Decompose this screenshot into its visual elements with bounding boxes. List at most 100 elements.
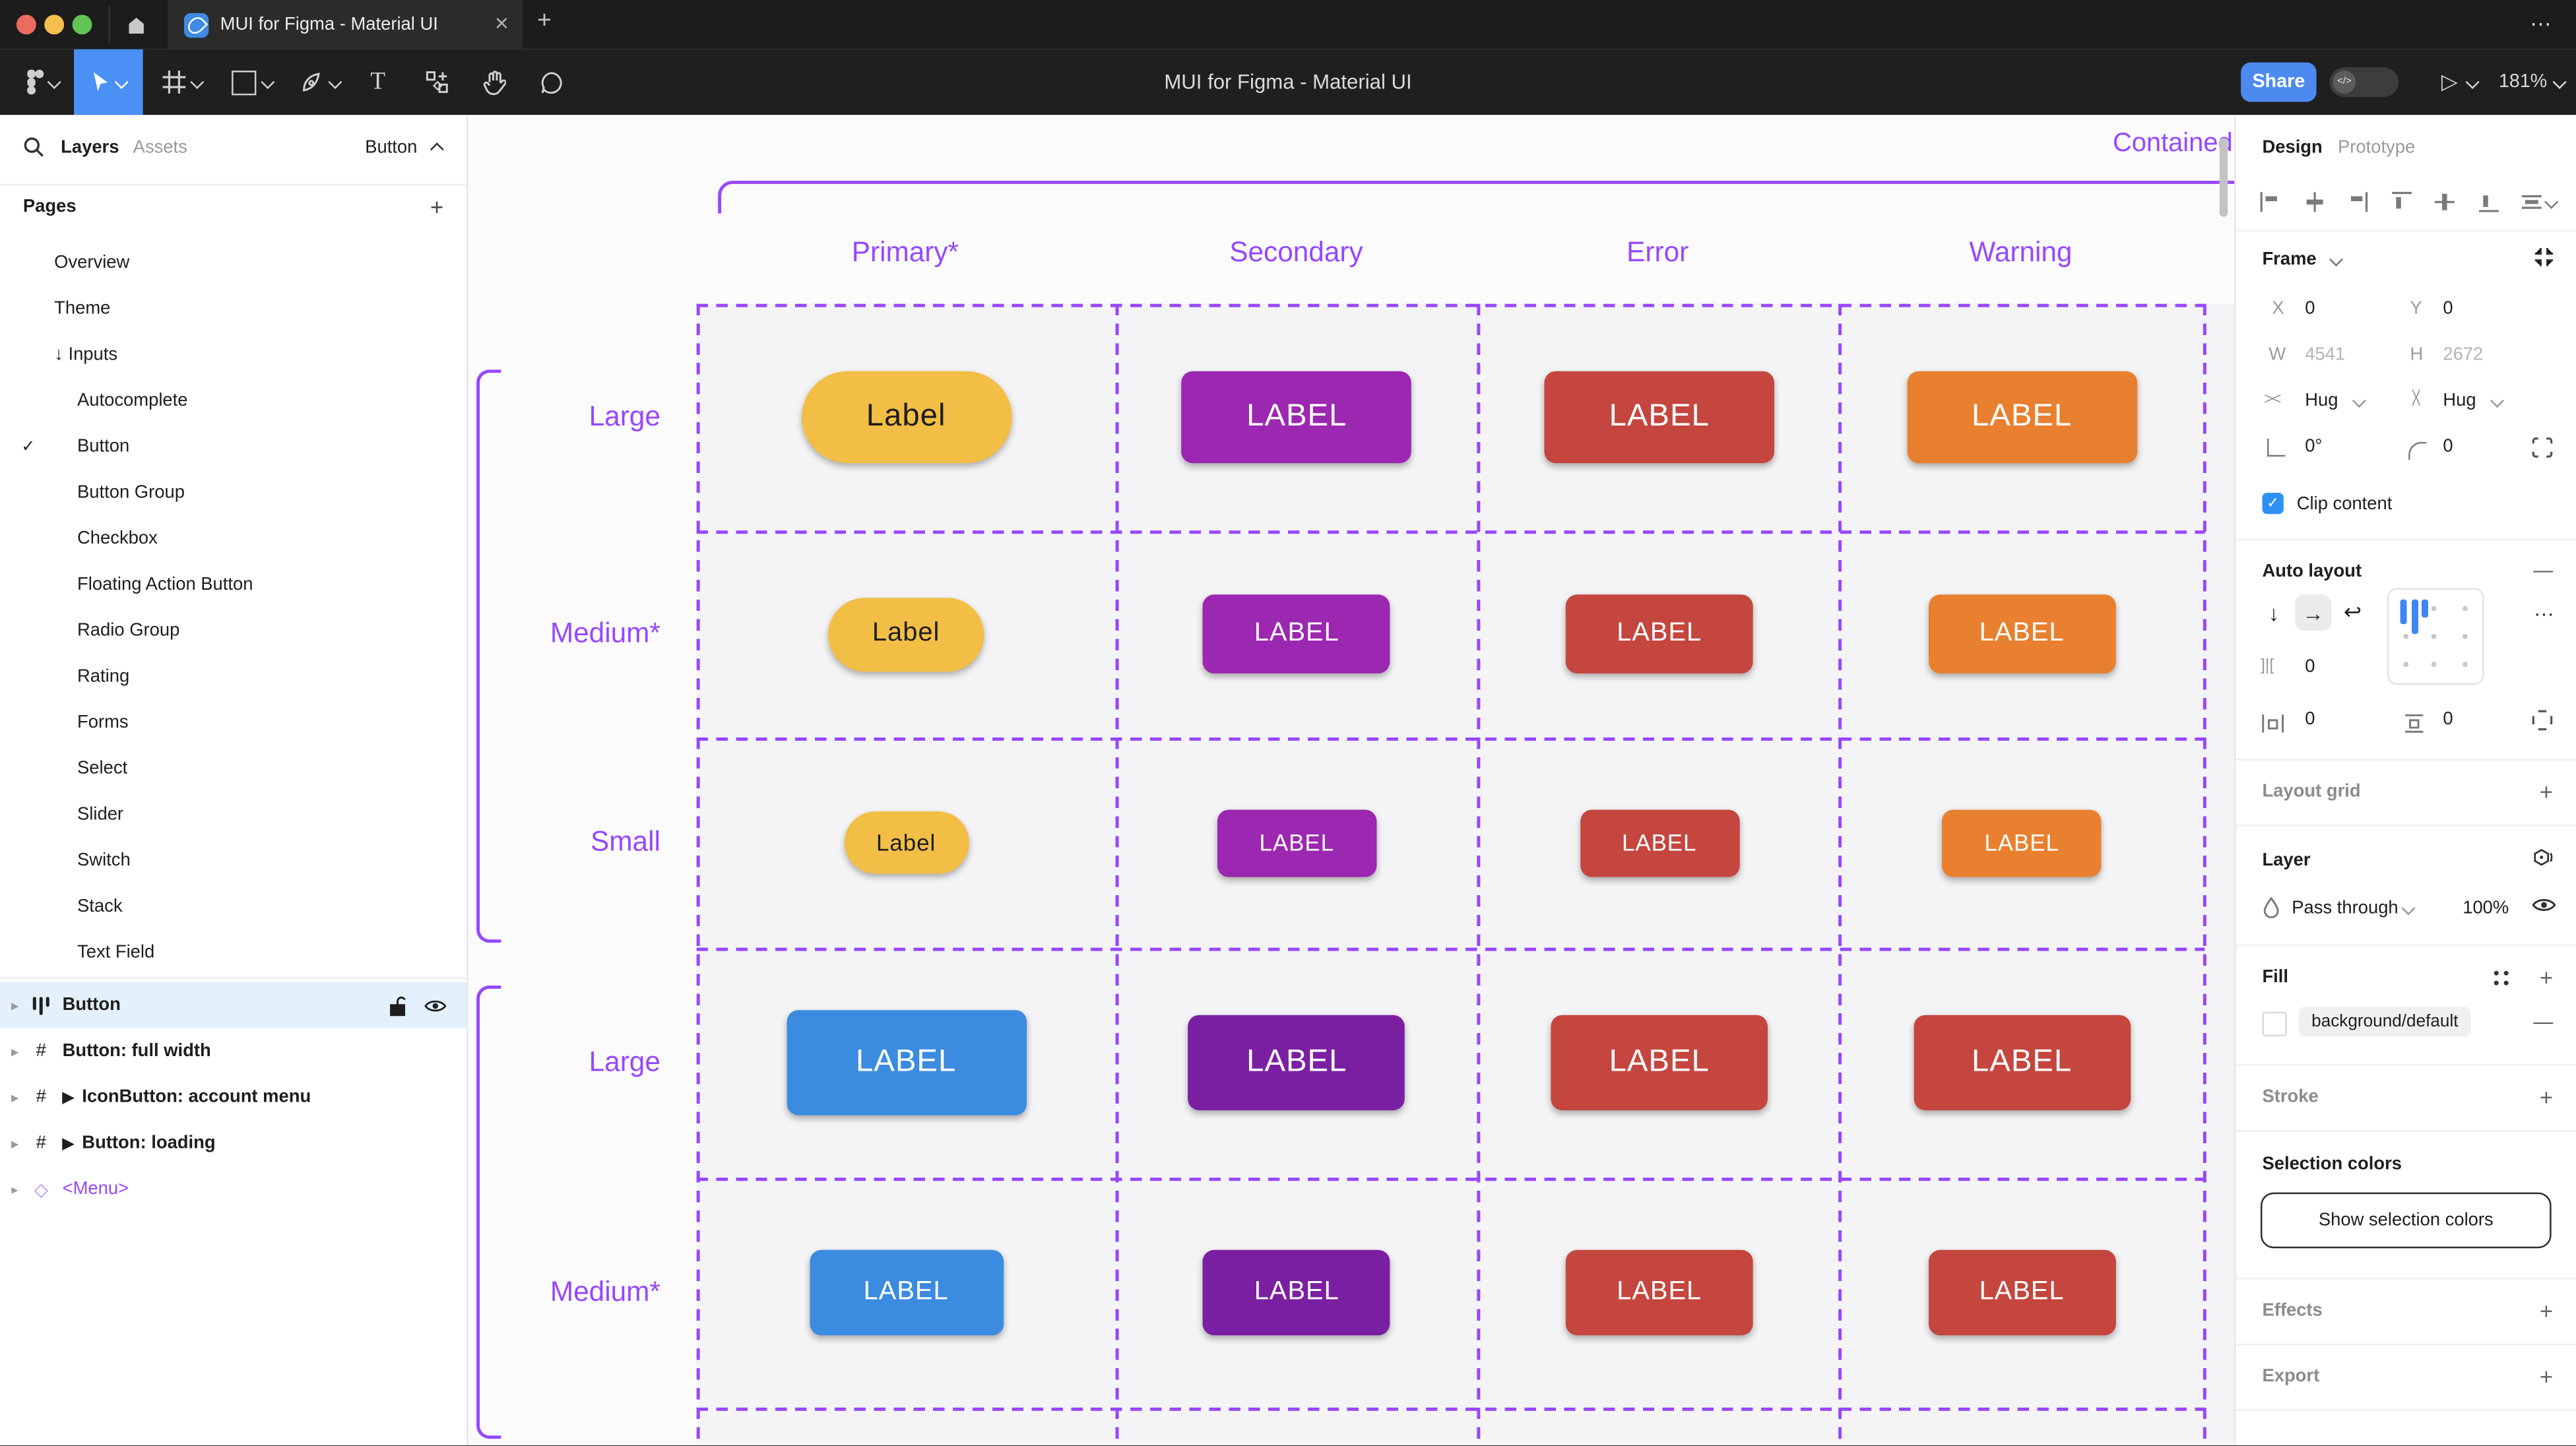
comment-tool-button[interactable] bbox=[532, 49, 569, 115]
frame-tool-button[interactable] bbox=[158, 49, 207, 115]
button-component[interactable]: LABEL bbox=[1181, 371, 1412, 464]
add-effect-button[interactable]: + bbox=[2539, 1297, 2554, 1324]
shape-tool-button[interactable] bbox=[227, 49, 276, 115]
tab-close-icon[interactable]: ✕ bbox=[494, 15, 509, 35]
window-zoom-button[interactable] bbox=[72, 15, 92, 35]
new-tab-button[interactable]: + bbox=[537, 6, 552, 35]
show-selection-colors-button[interactable]: Show selection colors bbox=[2260, 1192, 2552, 1249]
pen-tool-button[interactable] bbox=[296, 49, 345, 115]
button-component[interactable]: LABEL bbox=[1942, 809, 2102, 877]
window-minimize-button[interactable] bbox=[44, 15, 65, 35]
page-item[interactable]: Overview bbox=[0, 240, 467, 286]
button-component[interactable]: LABEL bbox=[786, 1010, 1026, 1116]
home-icon[interactable] bbox=[125, 13, 148, 36]
page-dropdown[interactable]: Button bbox=[365, 138, 418, 158]
add-layout-grid-button[interactable]: + bbox=[2539, 778, 2554, 805]
expand-chevron-icon[interactable]: ▸ bbox=[11, 997, 18, 1013]
rotation-input[interactable]: 0° bbox=[2305, 437, 2323, 457]
button-component[interactable]: LABEL bbox=[1551, 1015, 1768, 1111]
window-close-button[interactable] bbox=[16, 15, 36, 35]
move-tool-button[interactable] bbox=[74, 49, 143, 115]
align-left-icon[interactable] bbox=[2259, 191, 2282, 214]
page-item[interactable]: Switch bbox=[0, 838, 467, 884]
page-item[interactable]: Radio Group bbox=[0, 608, 467, 654]
layout-align-widget[interactable] bbox=[2387, 588, 2484, 685]
dev-mode-toggle[interactable]: </> bbox=[2329, 67, 2399, 97]
text-tool-button[interactable]: T bbox=[370, 68, 386, 95]
add-fill-button[interactable]: + bbox=[2539, 964, 2554, 991]
layer-row[interactable]: ▸Button bbox=[0, 982, 467, 1028]
canvas-scrollbar[interactable] bbox=[2219, 138, 2228, 217]
button-component[interactable]: LABEL bbox=[1913, 1015, 2131, 1111]
unlock-icon[interactable] bbox=[389, 995, 407, 1016]
align-right-icon[interactable] bbox=[2346, 191, 2369, 214]
layer-row[interactable]: ▸◇<Menu> bbox=[0, 1166, 467, 1212]
layer-row[interactable]: ▸#Button: full width bbox=[0, 1028, 467, 1075]
present-button[interactable]: ▷ bbox=[2441, 49, 2480, 115]
page-item[interactable]: Slider bbox=[0, 792, 467, 838]
button-component[interactable]: LABEL bbox=[1217, 809, 1377, 877]
opacity-input[interactable]: 100% bbox=[2463, 898, 2509, 918]
tab-design[interactable]: Design bbox=[2262, 138, 2323, 158]
share-button[interactable]: Share bbox=[2241, 62, 2317, 102]
corner-radius-input[interactable]: 0 bbox=[2443, 437, 2453, 457]
fill-styles-icon[interactable] bbox=[2492, 969, 2510, 987]
add-stroke-button[interactable]: + bbox=[2539, 1084, 2554, 1111]
expand-chevron-icon[interactable]: ▸ bbox=[11, 1089, 18, 1105]
button-component[interactable]: LABEL bbox=[1928, 594, 2116, 674]
page-item[interactable]: Stack bbox=[0, 884, 467, 930]
page-item[interactable]: Text Field bbox=[0, 929, 467, 976]
frame-name-label[interactable]: Contained bbox=[2112, 129, 2233, 158]
layer-row[interactable]: ▸#▶Button: loading bbox=[0, 1120, 467, 1166]
layout-vertical-icon[interactable]: ↓ bbox=[2268, 600, 2279, 625]
main-menu-button[interactable] bbox=[20, 49, 66, 115]
button-component[interactable]: LABEL bbox=[1203, 594, 1391, 674]
remove-fill-button[interactable]: — bbox=[2533, 1010, 2554, 1034]
page-item[interactable]: Autocomplete bbox=[0, 378, 467, 424]
align-v-center-icon[interactable] bbox=[2433, 191, 2456, 214]
x-input[interactable]: 0 bbox=[2305, 299, 2315, 319]
resources-tool-button[interactable] bbox=[420, 49, 453, 115]
vertical-sizing-select[interactable]: Hug bbox=[2443, 391, 2476, 411]
clip-content-checkbox[interactable]: ✓ bbox=[2262, 492, 2284, 515]
expand-chevron-icon[interactable]: ▸ bbox=[11, 1181, 18, 1197]
add-page-button[interactable]: + bbox=[430, 193, 444, 220]
align-h-center-icon[interactable] bbox=[2302, 191, 2325, 214]
page-item[interactable]: Forms bbox=[0, 700, 467, 746]
button-component[interactable]: Label bbox=[827, 597, 984, 672]
button-component[interactable]: LABEL bbox=[1565, 594, 1753, 674]
page-item[interactable]: ↓ Inputs bbox=[0, 332, 467, 378]
layout-horizontal-icon[interactable]: → bbox=[2295, 594, 2332, 631]
expand-chevron-icon[interactable]: ▸ bbox=[11, 1044, 18, 1059]
distribute-menu-icon[interactable] bbox=[2520, 191, 2559, 214]
page-item[interactable]: Floating Action Button bbox=[0, 562, 467, 608]
titlebar-more-icon[interactable]: ⋯ bbox=[2530, 11, 2554, 36]
button-component[interactable]: LABEL bbox=[1579, 809, 1739, 877]
blend-mode-icon[interactable] bbox=[2532, 848, 2555, 871]
button-component[interactable]: LABEL bbox=[809, 1249, 1004, 1336]
button-component[interactable]: LABEL bbox=[1544, 371, 1774, 464]
tab-prototype[interactable]: Prototype bbox=[2337, 138, 2416, 158]
expand-chevron-icon[interactable]: ▸ bbox=[11, 1135, 18, 1151]
horizontal-sizing-select[interactable]: Hug bbox=[2305, 391, 2338, 411]
independent-padding-icon[interactable] bbox=[2532, 710, 2553, 731]
tab-assets[interactable]: Assets bbox=[133, 138, 187, 158]
layer-row[interactable]: ▸#▶IconButton: account menu bbox=[0, 1074, 467, 1120]
padding-h-input[interactable]: 0 bbox=[2305, 709, 2315, 730]
button-component[interactable]: LABEL bbox=[1928, 1249, 2116, 1336]
layer-visibility-icon[interactable] bbox=[2532, 895, 2556, 915]
h-input[interactable]: 2672 bbox=[2443, 344, 2484, 365]
file-tab[interactable]: MUI for Figma - Material UI ✕ bbox=[167, 0, 523, 49]
button-component[interactable]: LABEL bbox=[1203, 1249, 1391, 1336]
zoom-menu[interactable]: 181% bbox=[2499, 49, 2567, 115]
align-top-icon[interactable] bbox=[2389, 191, 2412, 214]
frame-section-title[interactable]: Frame bbox=[2262, 249, 2317, 270]
tab-layers[interactable]: Layers bbox=[61, 138, 119, 158]
remove-auto-layout-button[interactable]: — bbox=[2533, 558, 2554, 582]
button-component[interactable]: Label bbox=[800, 371, 1012, 464]
hand-tool-button[interactable] bbox=[476, 49, 513, 115]
search-icon[interactable] bbox=[23, 137, 44, 158]
page-item[interactable]: ✓Button bbox=[0, 424, 467, 470]
visibility-icon[interactable] bbox=[424, 996, 447, 1014]
